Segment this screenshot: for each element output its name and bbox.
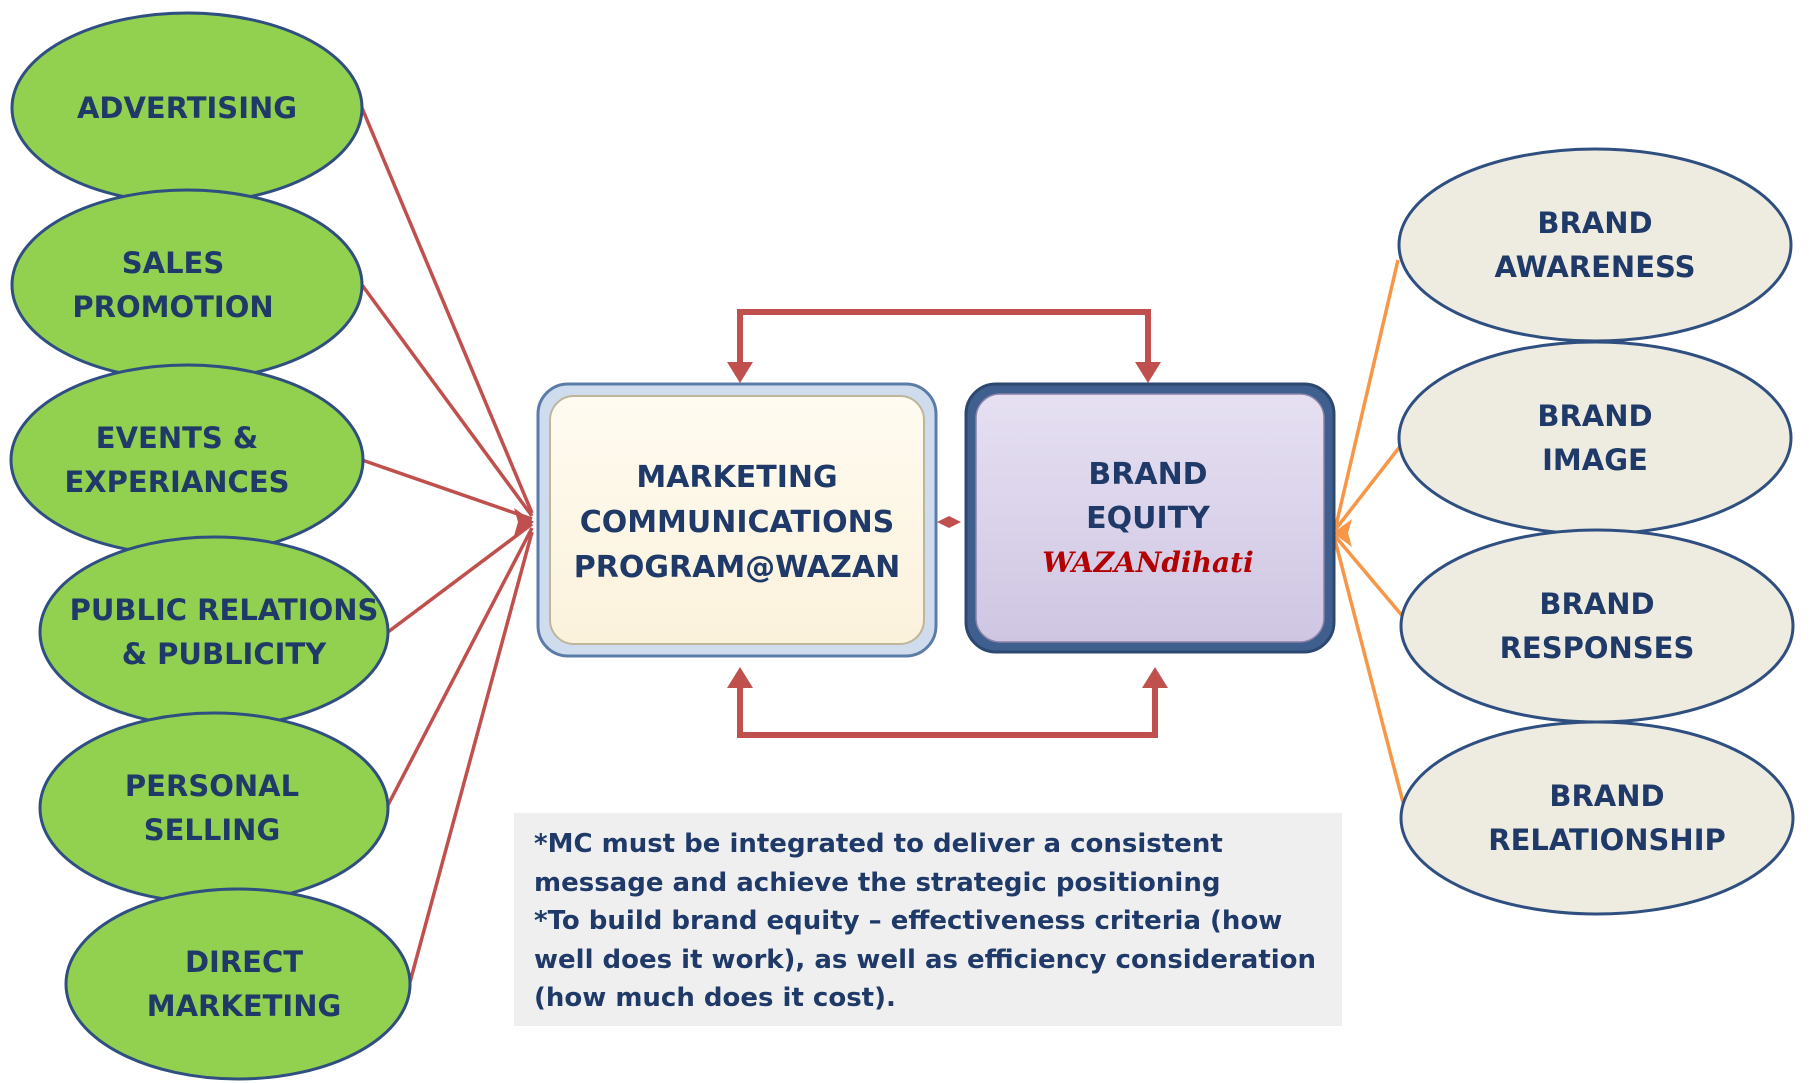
channel-events-experiances-label-2: EXPERIANCES — [64, 465, 289, 499]
channel-direct-marketing-label-2: MARKETING — [147, 989, 342, 1023]
outcome-brand-relationship-label-1: BRAND — [1549, 779, 1664, 813]
outcome-brand-responses-ellipse — [1399, 528, 1795, 724]
outcome-brand-awareness-label-1: BRAND — [1537, 206, 1652, 240]
box-link-arrow — [937, 516, 961, 528]
outcome-brand-responses-label-1: BRAND — [1539, 587, 1654, 621]
feedback-top-arrowhead-left — [727, 362, 753, 383]
left-connector-arrowhead — [514, 508, 534, 536]
feedback-loop-bottom — [737, 680, 1158, 738]
outcome-brand-image-label-1: BRAND — [1537, 399, 1652, 433]
mc-box-line-3: PROGRAM@WAZAN — [574, 550, 900, 585]
channel-public-relations-publicity-label-1: PUBLIC RELATIONS — [70, 593, 379, 627]
brand-equity-box: BRAND EQUITY WAZANdihati — [964, 382, 1336, 654]
equity-box-line-2: EQUITY — [1086, 501, 1211, 536]
connector-public-relations — [386, 522, 534, 634]
integration-note: *MC must be integrated to deliver a cons… — [514, 813, 1342, 1026]
channel-advertising-label-1: ADVERTISING — [77, 91, 297, 125]
outcome-brand-awareness-label-2: AWARENESS — [1495, 250, 1696, 284]
channel-sales-promotion-node: SALES PROMOTION — [10, 188, 364, 382]
feedback-bottom-arrowhead-right — [1142, 667, 1168, 688]
feedback-bottom-arrowhead-left — [727, 667, 753, 688]
outcome-brand-awareness-node: BRAND AWARENESS — [1397, 147, 1793, 343]
equity-box-line-1: BRAND — [1088, 457, 1207, 492]
right-connector-arrowhead — [1333, 519, 1352, 547]
channel-direct-marketing-ellipse — [64, 887, 412, 1081]
outcome-brand-relationship-label-2: RELATIONSHIP — [1488, 823, 1726, 857]
channel-sales-promotion-label-1: SALES — [122, 246, 225, 280]
channel-events-experiances-ellipse — [9, 363, 365, 557]
connector-brand-responses — [1333, 534, 1412, 627]
channel-public-relations-publicity-node: PUBLIC RELATIONS & PUBLICITY — [38, 535, 390, 729]
channel-direct-marketing-label-1: DIRECT — [185, 945, 303, 979]
channel-direct-marketing-node: DIRECT MARKETING — [64, 887, 412, 1081]
channel-personal-selling-label-2: SELLING — [144, 813, 281, 847]
left-connector-lines — [360, 107, 534, 983]
connector-direct-marketing — [408, 531, 534, 983]
connector-advertising — [360, 107, 534, 514]
channel-events-experiances-label-1: EVENTS & — [96, 421, 258, 455]
note-line-2: *To build brand equity – effectiveness c… — [534, 906, 1317, 1013]
connector-brand-relationship — [1333, 539, 1407, 811]
note-line-1: *MC must be integrated to deliver a cons… — [534, 829, 1223, 898]
mc-box-line-1: MARKETING — [636, 460, 837, 495]
right-connector-lines — [1333, 259, 1412, 811]
outcome-brand-responses-node: BRAND RESPONSES — [1399, 528, 1795, 724]
channel-personal-selling-ellipse — [38, 711, 390, 905]
channel-personal-selling-node: PERSONAL SELLING — [38, 711, 390, 905]
connector-brand-awareness — [1333, 259, 1400, 531]
channel-public-relations-publicity-ellipse — [38, 535, 390, 729]
channel-personal-selling-label-1: PERSONAL — [125, 769, 299, 803]
connector-sales-promotion — [360, 283, 534, 518]
channel-public-relations-publicity-label-2: & PUBLICITY — [122, 637, 327, 671]
feedback-loop-top — [737, 309, 1151, 370]
outcome-brand-responses-label-2: RESPONSES — [1500, 631, 1695, 665]
brand-name-wazandihati: WAZANdihati — [1042, 546, 1253, 579]
channel-advertising-node: ADVERTISING — [10, 11, 364, 205]
outcome-brand-image-node: BRAND IMAGE — [1397, 340, 1793, 536]
outcome-brand-relationship-node: BRAND RELATIONSHIP — [1399, 720, 1795, 916]
connector-events — [361, 458, 533, 521]
outcome-brand-relationship-ellipse — [1399, 720, 1795, 916]
mc-box-line-2: COMMUNICATIONS — [580, 505, 895, 540]
feedback-top-arrowhead-right — [1135, 362, 1161, 383]
outcome-brand-awareness-ellipse — [1397, 147, 1793, 343]
channel-sales-promotion-label-2: PROMOTION — [72, 290, 273, 324]
connector-brand-image — [1333, 438, 1407, 532]
channel-events-experiances-node: EVENTS & EXPERIANCES — [9, 363, 365, 557]
connector-personal-selling — [386, 527, 534, 806]
marketing-communications-box: MARKETING COMMUNICATIONS PROGRAM@WAZAN — [536, 382, 938, 658]
outcome-brand-image-label-2: IMAGE — [1542, 443, 1648, 477]
outcome-brand-image-ellipse — [1397, 340, 1793, 536]
channel-sales-promotion-ellipse — [10, 188, 364, 382]
